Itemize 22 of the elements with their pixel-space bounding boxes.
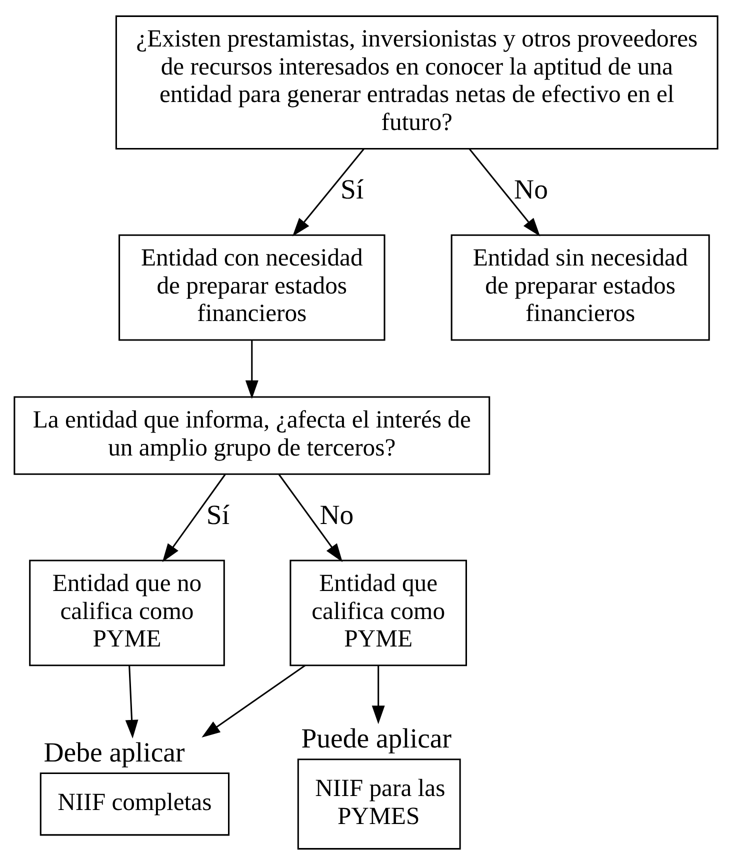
arrow <box>468 148 540 236</box>
node-box: NIIF completas <box>40 772 230 836</box>
node-box: La entidad que informa, ¿afecta el interés de un amplio grupo de terceros? <box>14 396 490 475</box>
node-label: Puede aplicar <box>301 724 452 755</box>
node-box: Entidad que no califica como PYME <box>29 560 225 666</box>
node-box: Entidad que califica como PYME <box>290 560 467 666</box>
arrow <box>245 340 258 399</box>
edge-label: Sí <box>340 174 364 206</box>
node-box: NIIF para las PYMES <box>297 758 461 850</box>
node-box: Entidad con necesidad de preparar estados financieros <box>118 234 386 341</box>
node-box: ¿Existen prestamistas, inversionistas y otros proveedores de recursos interesados en conocer la aptitud de una entidad para generar entradas netas de efectivo en el futuro? <box>115 15 718 150</box>
node-box: Entidad sin necesidad de preparar estados financieros <box>450 234 710 341</box>
edge-label: No <box>514 174 548 206</box>
arrow <box>292 148 364 236</box>
edge-label: No <box>320 500 354 532</box>
arrow <box>202 664 306 738</box>
arrow <box>372 665 385 724</box>
node-label: Debe aplicar <box>44 738 185 769</box>
arrow <box>125 665 138 738</box>
arrow <box>278 474 343 562</box>
arrow <box>162 474 226 562</box>
edge-label: Sí <box>206 500 230 532</box>
